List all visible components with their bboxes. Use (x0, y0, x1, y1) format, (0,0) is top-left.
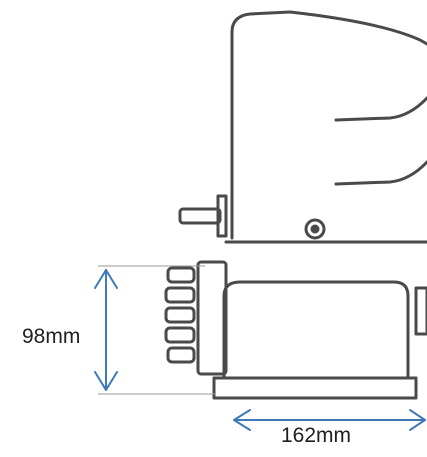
gear-housing (196, 260, 228, 376)
height-dimension-label: 98mm (22, 325, 81, 348)
side-connector (414, 286, 427, 336)
screw-center (310, 224, 320, 234)
housing-groove-upper (334, 96, 427, 122)
screw-head (304, 218, 326, 240)
base-plate (212, 376, 418, 400)
gear-tooth (164, 286, 196, 304)
lower-body (222, 280, 410, 380)
height-arrow-top (94, 269, 118, 289)
gear-tooth (166, 266, 196, 284)
motor-upper-housing (230, 10, 427, 240)
gear-tooth (164, 326, 196, 344)
height-arrow-bottom (94, 371, 118, 391)
housing-groove-lower (334, 160, 427, 186)
release-knob-shaft (178, 207, 222, 225)
width-arrow-right (409, 409, 426, 431)
width-arrow-left (233, 409, 251, 431)
width-dimension-label: 162mm (281, 424, 352, 447)
gear-tooth (166, 346, 196, 364)
gear-tooth (164, 306, 196, 324)
release-knob-bracket (216, 194, 228, 238)
